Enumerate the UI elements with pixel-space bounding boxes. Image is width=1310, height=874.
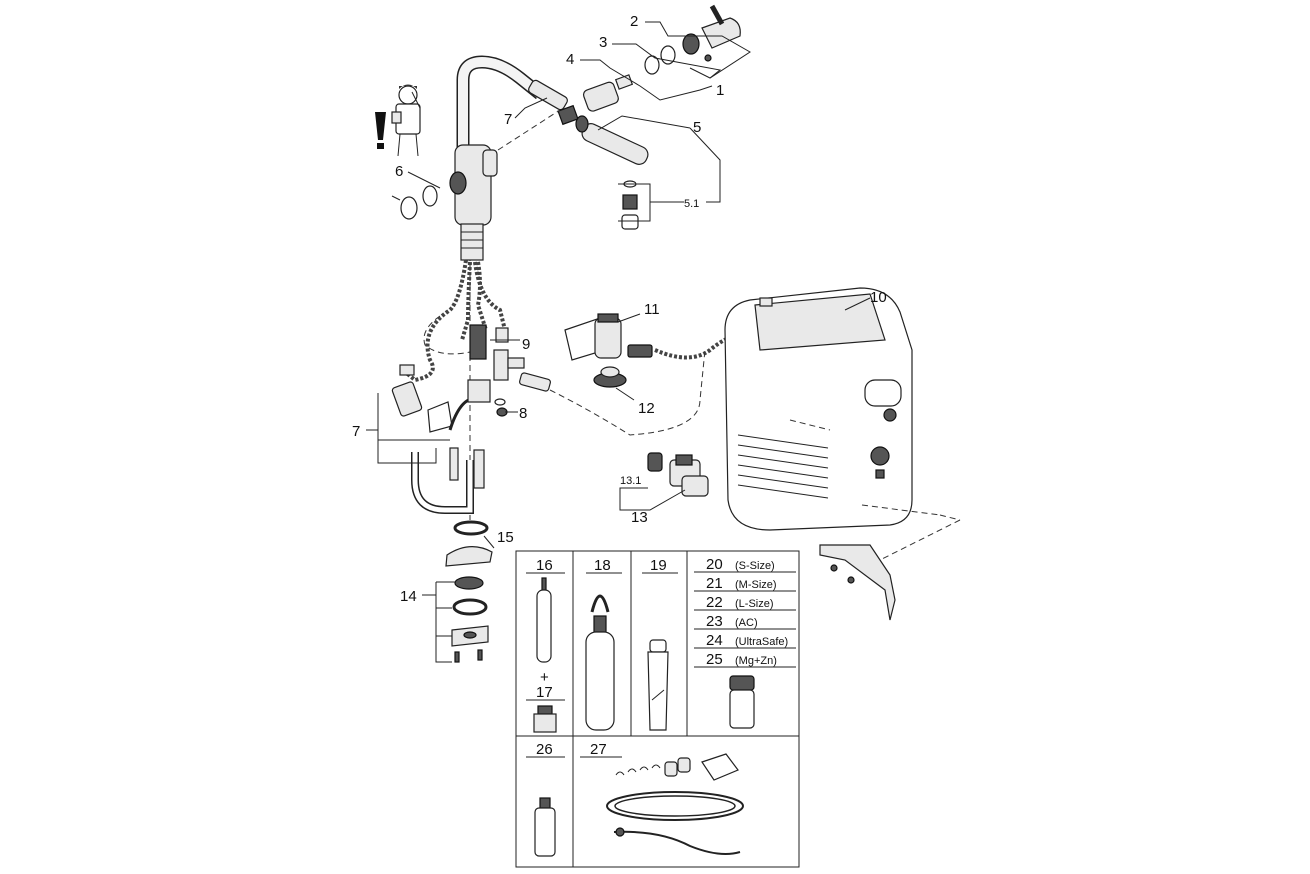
callout-9: 9 — [522, 336, 530, 353]
warning-exclamation-icon — [375, 112, 386, 149]
filter-cartridge — [729, 675, 755, 729]
filter-sizes-list: 20 (S-Size) 21 (M-Size) 22 (L-Size) 23 (… — [694, 556, 796, 668]
accessory-19-label: 19 — [650, 557, 667, 574]
water-bottle — [647, 639, 669, 731]
shutoff-valve — [647, 452, 709, 497]
installer-figure-icon — [391, 84, 421, 157]
callout-5: 5 — [693, 119, 701, 136]
callout-6: 6 — [395, 163, 403, 180]
vent-grille — [737, 434, 829, 499]
accessory-18-label: 18 — [594, 557, 611, 574]
callout-7-top: 7 — [504, 111, 512, 128]
callout-13-1: 13.1 — [620, 475, 641, 487]
accessory-27-label: 27 — [590, 741, 607, 758]
filter-item: 25 (Mg+Zn) — [694, 651, 796, 668]
svg-text:(S-Size): (S-Size) — [735, 560, 775, 572]
installation-kit — [606, 753, 744, 855]
co2-cylinder-large — [585, 594, 615, 731]
faucet-body — [449, 55, 568, 520]
accessory-17-label: 17 — [536, 684, 553, 701]
callout-12: 12 — [638, 400, 655, 417]
filter-item: 22 (L-Size) — [694, 594, 796, 611]
svg-text:(AC): (AC) — [735, 617, 758, 629]
filter-item: 24 (UltraSafe) — [694, 632, 796, 649]
filter-item: 23 (AC) — [694, 613, 796, 630]
svg-text:21: 21 — [706, 575, 723, 592]
svg-text:(UltraSafe): (UltraSafe) — [735, 636, 788, 648]
svg-text:(M-Size): (M-Size) — [735, 579, 777, 591]
accessories-table: 16 + 17 18 19 20 — [515, 550, 800, 868]
callout-3: 3 — [599, 34, 607, 51]
callout-10: 10 — [870, 289, 887, 306]
accessory-16-label: 16 — [536, 557, 553, 574]
svg-text:22: 22 — [706, 594, 723, 611]
callout-4: 4 — [566, 51, 574, 68]
flexible-hoses — [399, 259, 509, 383]
svg-text:(L-Size): (L-Size) — [735, 598, 774, 610]
pressure-reducer — [564, 313, 653, 388]
callout-1: 1 — [716, 82, 724, 99]
filter-item: 20 (S-Size) — [694, 556, 796, 573]
base-set — [445, 520, 493, 663]
aerator-rings — [400, 185, 438, 220]
spray-head — [497, 109, 649, 230]
svg-text:20: 20 — [706, 556, 723, 573]
svg-text:23: 23 — [706, 613, 723, 630]
tee-connector — [467, 349, 551, 417]
chiller-unit — [724, 287, 913, 531]
callout-11: 11 — [644, 301, 660, 318]
accessory-plus: + — [540, 669, 549, 686]
callout-15: 15 — [497, 529, 514, 546]
callout-5-1: 5.1 — [684, 198, 699, 210]
wall-bracket — [819, 504, 961, 621]
callout-lines — [366, 21, 871, 663]
adapter-17 — [533, 705, 557, 733]
callout-14: 14 — [400, 588, 417, 605]
filter-item: 21 (M-Size) — [694, 575, 796, 592]
callout-8: 8 — [519, 405, 527, 422]
callout-2: 2 — [630, 13, 638, 30]
callout-7-left: 7 — [352, 423, 360, 440]
callout-13: 13 — [631, 509, 648, 526]
svg-text:25: 25 — [706, 651, 723, 668]
svg-text:(Mg+Zn): (Mg+Zn) — [735, 655, 777, 667]
accessory-26-label: 26 — [536, 741, 553, 758]
co2-cylinder-small — [536, 577, 552, 663]
cartridge-assembly — [557, 4, 741, 126]
svg-text:24: 24 — [706, 632, 723, 649]
cleaning-cartridge — [534, 797, 556, 857]
